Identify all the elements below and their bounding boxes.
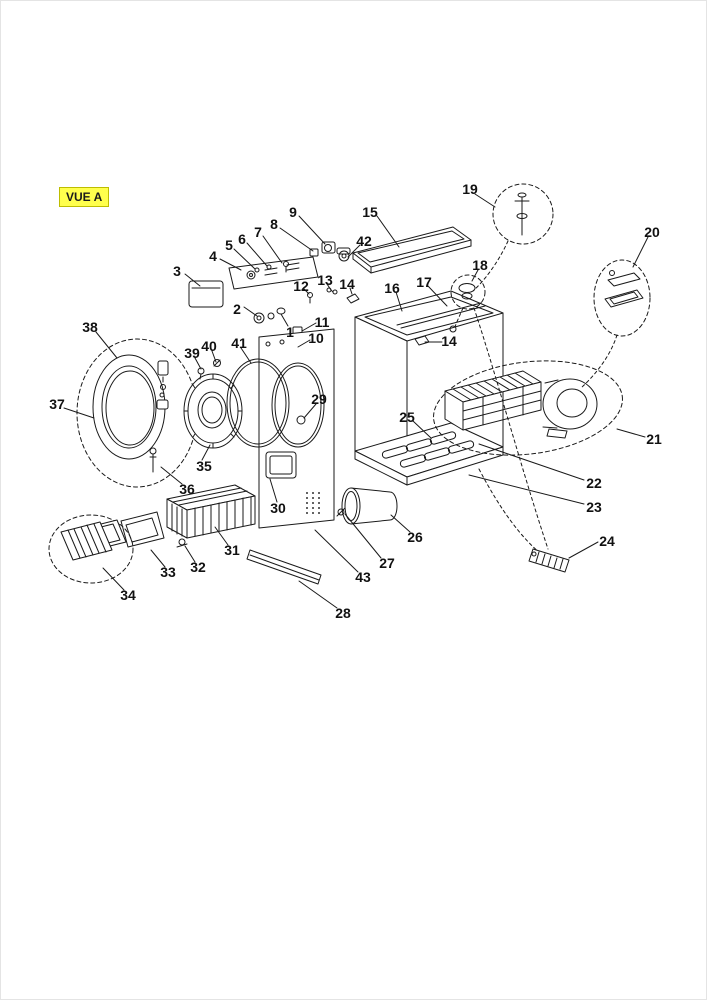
part-label-3: 3 [173,263,181,279]
lint-filter-grille [120,484,256,548]
part-label-31: 31 [224,542,240,558]
leader-lines [63,193,649,609]
part-label-1: 1 [286,324,294,340]
part-label-22: 22 [586,475,602,491]
part-label-18: 18 [472,257,488,273]
cabinet-shell [354,290,504,486]
callout-grommet [450,274,549,550]
part-label-12: 12 [293,278,309,294]
part-label-7: 7 [254,224,262,240]
control-panel-assembly [188,256,319,324]
part-label-32: 32 [190,559,206,575]
part-label-34: 34 [120,587,136,603]
part-label-26: 26 [407,529,423,545]
part-label-19: 19 [462,181,478,197]
heater-duct-assembly [433,360,623,456]
exhaust-duct-cylinder [336,487,398,525]
part-label-6: 6 [238,231,246,247]
door-gasket-ring [226,358,290,448]
view-a-label: VUE A [59,187,110,207]
part-label-9: 9 [289,204,297,220]
top-hardware-parts [291,241,430,351]
part-label-36: 36 [179,481,195,497]
part-label-10: 10 [308,330,324,346]
part-label-25: 25 [399,409,415,425]
part-label-15: 15 [362,204,378,220]
part-label-5: 5 [225,237,233,253]
part-label-16: 16 [384,280,400,296]
part-label-2: 2 [233,301,241,317]
part-label-13: 13 [317,272,333,288]
part-label-20: 20 [644,224,660,240]
part-label-40: 40 [201,338,217,354]
vent-dots [306,492,320,514]
part-label-11: 11 [314,314,330,330]
part-label-14: 14 [441,333,457,349]
part-label-28: 28 [335,605,351,621]
part-label-35: 35 [196,458,212,474]
part-label-24: 24 [599,533,615,549]
part-label-21: 21 [646,431,662,447]
terminal-strip [478,468,570,573]
bottom-trim-strip [246,549,322,585]
front-panel [258,328,335,529]
part-label-41: 41 [231,335,247,351]
part-label-42: 42 [356,233,372,249]
part-label-30: 30 [270,500,286,516]
front-grille-group [48,514,134,584]
callout-screw [472,183,554,292]
part-label-17: 17 [416,274,432,290]
door-outer-ring-group [76,338,198,488]
part-label-14: 14 [339,276,355,292]
part-label-37: 37 [49,396,65,412]
part-label-27: 27 [379,555,395,571]
part-label-33: 33 [160,564,176,580]
callout-bracket-plates [580,259,651,389]
part-label-4: 4 [209,248,217,264]
part-label-39: 39 [184,345,200,361]
part-label-8: 8 [270,216,278,232]
part-label-38: 38 [82,319,98,335]
top-panel [352,226,472,274]
part-label-23: 23 [586,499,602,515]
part-label-29: 29 [311,391,327,407]
part-label-43: 43 [355,569,371,585]
